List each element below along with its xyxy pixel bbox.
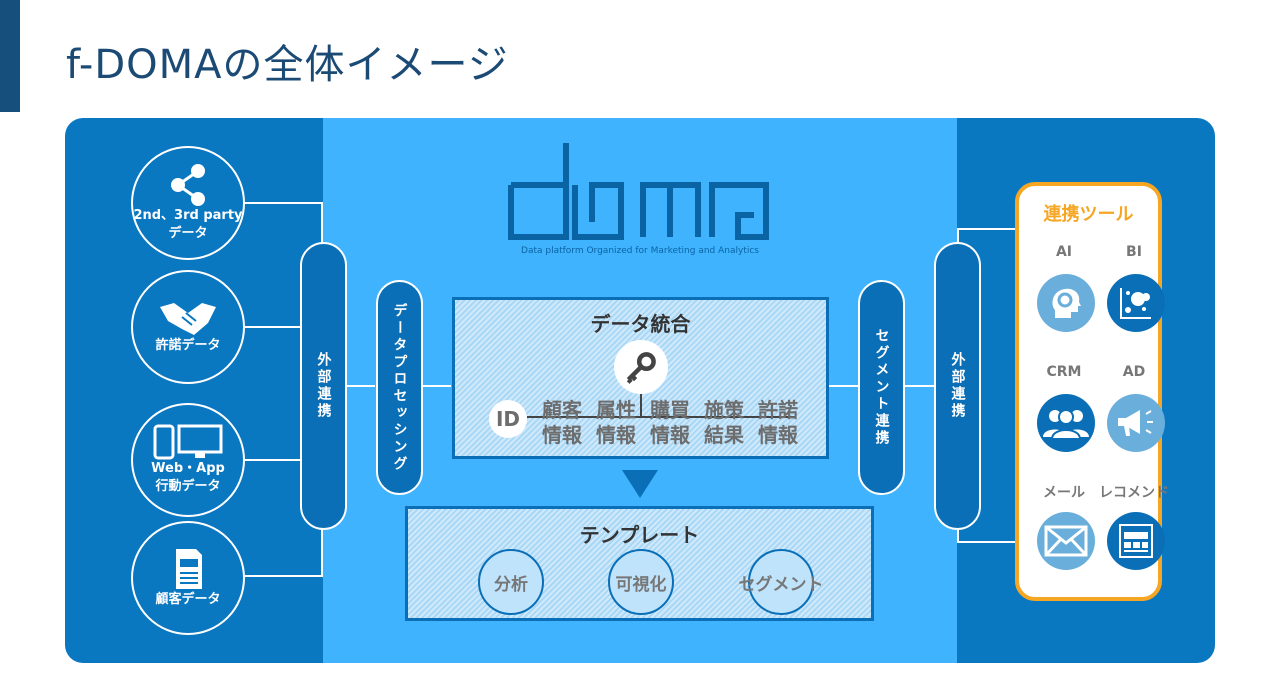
source-consent: 許諾データ bbox=[131, 270, 245, 384]
tool-button[interactable] bbox=[1107, 512, 1165, 570]
webpage-icon bbox=[1119, 524, 1153, 558]
info-item: 許諾 情報 bbox=[758, 398, 798, 447]
arrow bbox=[423, 385, 451, 387]
connector bbox=[321, 202, 323, 244]
logo-tagline: Data platform Organized for Marketing an… bbox=[521, 246, 759, 256]
ai-head-gear-icon bbox=[1052, 288, 1081, 318]
tool-label: AD bbox=[1122, 364, 1146, 380]
template-visualization[interactable]: 可視化 bbox=[608, 549, 674, 615]
connector bbox=[245, 459, 301, 461]
template-box: テンプレート 分析 可視化 セグメント bbox=[405, 506, 874, 621]
connector bbox=[321, 528, 323, 576]
handshake-icon bbox=[160, 303, 216, 336]
template-analysis[interactable]: 分析 bbox=[478, 549, 544, 615]
source-label: Web・App 行動データ bbox=[151, 461, 225, 494]
tool-label: BI bbox=[1126, 244, 1142, 260]
info-item: 施策 結果 bbox=[704, 398, 744, 447]
template-segment[interactable]: セグメント bbox=[739, 549, 824, 615]
tool-button[interactable] bbox=[1037, 512, 1095, 570]
connector bbox=[828, 385, 858, 387]
tool-button[interactable] bbox=[1107, 274, 1165, 332]
source-customer: 顧客データ bbox=[131, 521, 245, 635]
connector bbox=[957, 228, 1015, 230]
connector bbox=[245, 326, 301, 328]
title-accent-bar bbox=[0, 0, 20, 112]
data-integration-title: データ統合 bbox=[590, 312, 691, 336]
devices-icon bbox=[153, 424, 223, 460]
tools-title: 連携ツール bbox=[1043, 204, 1134, 225]
data-processing-pill: データプロセッシング bbox=[376, 280, 423, 495]
info-list: 顧客 情報 属性 情報 購買 情報 施策 結果 許諾 情報 bbox=[535, 398, 805, 448]
tool-button[interactable] bbox=[1107, 394, 1165, 452]
tool-label: AI bbox=[1055, 244, 1073, 260]
source-third-party: 2nd、3rd party データ bbox=[131, 146, 245, 260]
source-label: 許諾データ bbox=[155, 338, 221, 354]
users-icon bbox=[1043, 409, 1089, 439]
mail-icon bbox=[1044, 525, 1088, 557]
connector bbox=[245, 202, 323, 204]
down-arrow-icon bbox=[622, 470, 658, 498]
tool-label: レコメンド bbox=[1099, 485, 1169, 501]
tool-button[interactable] bbox=[1037, 274, 1095, 332]
megaphone-icon bbox=[1118, 410, 1153, 436]
data-integration-box: データ統合 ID 顧客 情報 属性 情報 購買 情報 施策 結果 許諾 情報 bbox=[452, 297, 829, 459]
key-icon bbox=[614, 340, 668, 394]
external-link-out-pill: 外部連携 bbox=[934, 242, 981, 530]
connector bbox=[957, 541, 1015, 543]
source-web-app: Web・App 行動データ bbox=[131, 403, 245, 517]
connector bbox=[957, 528, 959, 542]
document-icon bbox=[176, 549, 202, 590]
info-item: 購買 情報 bbox=[650, 398, 690, 447]
connector bbox=[957, 228, 959, 244]
scatter-chart-icon bbox=[1120, 288, 1151, 319]
id-badge: ID bbox=[489, 400, 527, 438]
source-label: 2nd、3rd party データ bbox=[133, 208, 243, 241]
info-item: 顧客 情報 bbox=[542, 398, 582, 447]
arrow bbox=[347, 385, 375, 387]
connector bbox=[640, 394, 642, 418]
arrow bbox=[905, 385, 934, 387]
tool-button[interactable] bbox=[1037, 394, 1095, 452]
external-link-in-pill: 外部連携 bbox=[300, 242, 347, 530]
tool-label: CRM bbox=[1046, 364, 1082, 380]
connector bbox=[245, 575, 323, 577]
connector bbox=[527, 416, 795, 418]
template-title: テンプレート bbox=[579, 523, 700, 547]
doma-logo: Data platform Organized for Marketing an… bbox=[508, 140, 772, 260]
info-item: 属性 情報 bbox=[596, 398, 636, 447]
share-icon bbox=[171, 164, 205, 207]
tool-label: メール bbox=[1043, 485, 1085, 501]
page-title: f-DOMAの全体イメージ bbox=[66, 42, 509, 88]
segment-link-pill: セグメント連携 bbox=[858, 280, 905, 495]
source-label: 顧客データ bbox=[155, 592, 221, 608]
